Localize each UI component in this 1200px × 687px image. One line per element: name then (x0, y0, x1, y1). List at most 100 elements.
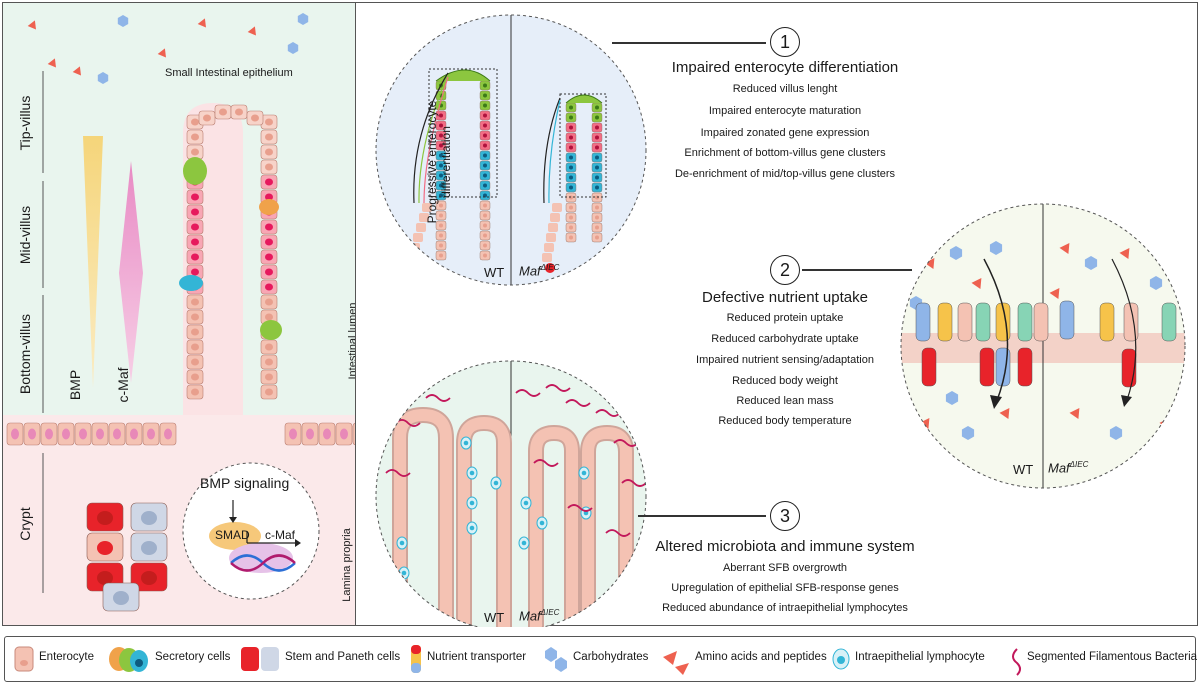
cell-nucleus (595, 225, 599, 230)
cell-nucleus (439, 173, 443, 178)
cell-nucleus (483, 173, 487, 178)
cell-nucleus (265, 358, 273, 366)
region-bottom-villus: Bottom-villus (17, 313, 33, 395)
cell-nucleus (265, 253, 273, 261)
segmented-filamentous-bacterium (425, 394, 451, 402)
cell-nucleus (595, 115, 599, 120)
segmented-filamentous-bacterium (621, 479, 646, 487)
finding2-item: Reduced protein uptake (726, 312, 844, 324)
villus-tip (565, 94, 603, 104)
circle2-wt-label: WT (1013, 462, 1034, 477)
cell-nucleus (265, 283, 273, 291)
findings-illustration (375, 14, 1186, 627)
cell-nucleus (569, 105, 573, 110)
iel-nucleus (399, 540, 405, 546)
legend: Enterocyte Secretory cells Stem and Pane… (4, 636, 1198, 682)
amino-acid-particle (27, 20, 36, 30)
villus-epithelium-inner (394, 408, 452, 627)
maf-sup: ΔIEC (540, 608, 560, 617)
amino-acids-legend-icon (663, 651, 689, 675)
cell-nucleus (340, 428, 348, 440)
carbohydrate-particle (945, 391, 959, 405)
cell-nucleus (265, 298, 273, 306)
cell-nucleus (569, 235, 573, 240)
circle3-wt-label: WT (484, 610, 505, 625)
segmented-filamentous-bacterium (595, 409, 621, 417)
cell-nucleus (141, 571, 157, 585)
finding2-item: Reduced lean mass (736, 395, 834, 407)
cell-nucleus (265, 193, 273, 201)
lower-villus-cell (422, 203, 432, 212)
finding2-leader (802, 269, 912, 271)
secretory-cell (259, 199, 279, 215)
stem-paneth-legend-icon (241, 647, 279, 671)
cell-nucleus (595, 205, 599, 210)
cell-nucleus (439, 163, 443, 168)
finding2-title: Defective nutrient uptake (702, 289, 868, 306)
cell-nucleus (483, 203, 487, 208)
finding2-number: 2 (770, 255, 800, 285)
carbohydrate-particle (1084, 256, 1098, 270)
cell-nucleus (141, 541, 157, 555)
cell-nucleus (265, 388, 273, 396)
cell-nucleus (265, 268, 273, 276)
intestinal-lumen-label: Intestinal lumen (347, 302, 356, 380)
right-panel: Progressive enterocyte differentiation W… (356, 2, 1198, 627)
cell-nucleus (569, 135, 573, 140)
cell-nucleus (28, 428, 36, 440)
transporter-slc6a19 (975, 302, 991, 342)
legend-secretory-cells: Secretory cells (155, 651, 231, 663)
segmented-filamentous-bacterium (567, 504, 593, 512)
cell-nucleus (191, 118, 199, 126)
cell-nucleus (191, 223, 199, 231)
cell-nucleus (265, 133, 273, 141)
maf-sup: ΔIEC (1069, 460, 1089, 469)
tuft-cell (179, 275, 203, 291)
transporter-glut5 (979, 347, 995, 387)
finding1-title: Impaired enterocyte differentiation (671, 59, 899, 76)
transporter-pept1 (1099, 302, 1115, 342)
cell-nucleus (569, 225, 573, 230)
legend-enterocyte: Enterocyte (39, 651, 94, 663)
cell-nucleus (164, 428, 172, 440)
bmp-signaling-title: BMP signaling (200, 475, 290, 491)
cell-nucleus (439, 133, 443, 138)
amino-acid-particle (924, 258, 935, 269)
legend-amino-acids: Amino acids and peptides (695, 651, 827, 663)
amino-acid-particle (197, 18, 206, 28)
region-mid-villus: Mid-villus (17, 205, 33, 265)
carbohydrate-particle (97, 72, 109, 84)
cell-nucleus (97, 541, 113, 555)
cell-nucleus (113, 428, 121, 440)
cell-nucleus (569, 165, 573, 170)
circle3-maf-label: MafΔIEC (519, 608, 559, 623)
cell-nucleus (483, 93, 487, 98)
finding3-title: Altered microbiota and immune system (655, 538, 915, 555)
cell-nucleus (595, 235, 599, 240)
lower-villus-cell (548, 223, 558, 232)
cell-nucleus (191, 148, 199, 156)
region-crypt: Crypt (17, 507, 33, 541)
cell-nucleus (219, 108, 227, 116)
carbohydrate-particle (949, 246, 963, 260)
finding1-leader (612, 42, 766, 44)
finding2-item: Reduced body temperature (718, 415, 852, 427)
cell-nucleus (569, 125, 573, 130)
cell-nucleus (191, 268, 199, 276)
cell-nucleus (265, 238, 273, 246)
cell-nucleus (569, 175, 573, 180)
cell-nucleus (191, 388, 199, 396)
cell-nucleus (191, 328, 199, 336)
circle1-wt-label: WT (484, 265, 505, 280)
legend-sfb: Segmented Filamentous Bacteria (1027, 651, 1198, 663)
cell-nucleus (79, 428, 87, 440)
carbohydrate-particle (961, 426, 975, 440)
cell-nucleus (265, 373, 273, 381)
iel-nucleus (463, 440, 469, 446)
cell-nucleus (483, 133, 487, 138)
enterocyte-legend-icon (14, 646, 34, 672)
cell-nucleus (483, 213, 487, 218)
cell-nucleus (265, 148, 273, 156)
carbohydrate-particle (1149, 276, 1163, 290)
cell-nucleus (439, 233, 443, 238)
